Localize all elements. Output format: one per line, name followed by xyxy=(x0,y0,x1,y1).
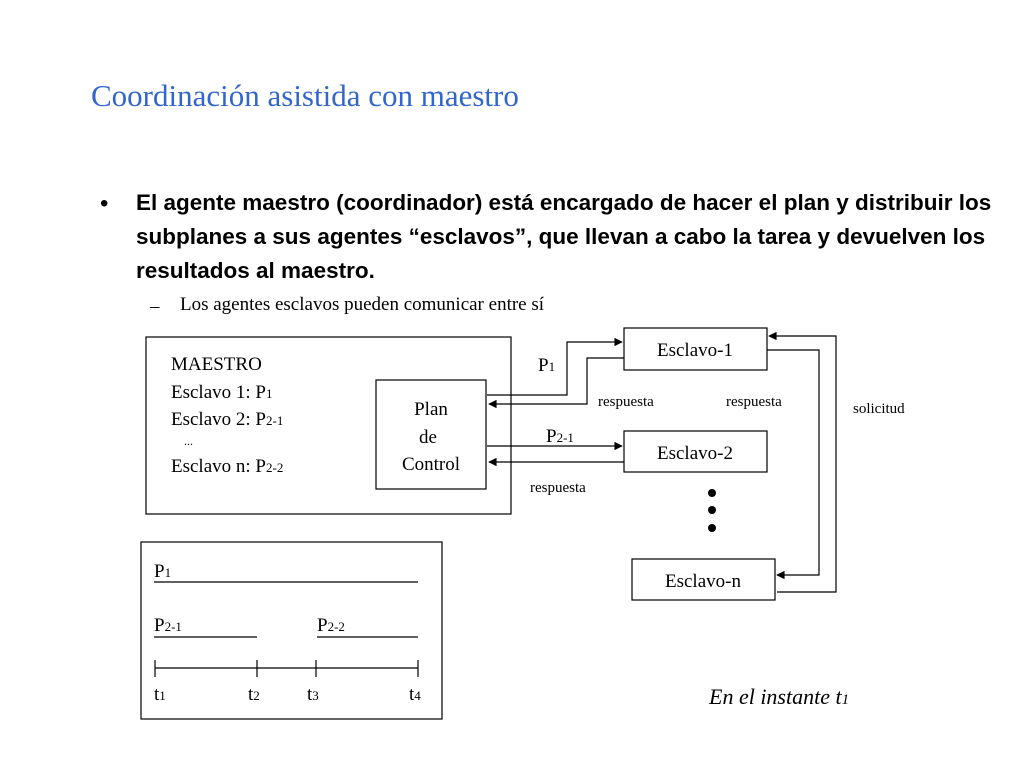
timeline-p1-label: P1 xyxy=(154,561,171,582)
sub-bullet-text: Los agentes esclavos pueden comunicar en… xyxy=(180,294,545,315)
maestro-line-2: Esclavo 2: P2-1 xyxy=(171,409,283,430)
maestro-box xyxy=(145,336,512,515)
label-p1: P1 xyxy=(538,355,555,376)
caption-instant: En el instante t1 xyxy=(708,684,849,709)
arrow-esclavo-1-respuesta xyxy=(488,357,624,409)
bullet-text: El agente maestro (coordinador) está enc… xyxy=(136,190,992,283)
arrow-esclavo-n-to-esclavo-1-solicitud xyxy=(768,331,837,593)
esclavo-2-box xyxy=(623,430,768,473)
slide-title: Coordinación asistida con maestro xyxy=(91,78,519,113)
sub-bullet-marker: – xyxy=(150,296,160,317)
maestro-line-3: Esclavo n: P2-2 xyxy=(171,456,283,477)
bullet-marker: • xyxy=(100,190,109,217)
plan-line-2: de xyxy=(419,427,437,448)
esclavo-1-box xyxy=(623,327,768,371)
timeline-box xyxy=(140,541,443,720)
arrow-p1-to-esclavo-1 xyxy=(487,337,623,396)
esclavo-n-box xyxy=(631,558,776,601)
plan-line-1: Plan xyxy=(414,399,448,420)
ellipsis-dot-1 xyxy=(708,489,716,497)
timeline-t3-label: t3 xyxy=(307,684,319,705)
arrow-esclavo-1-to-esclavo-n-respuesta xyxy=(767,349,820,580)
plan-control-box xyxy=(375,379,487,490)
maestro-ellipsis: ... xyxy=(184,434,193,448)
ellipsis-dot-3 xyxy=(708,524,716,532)
maestro-title: MAESTRO xyxy=(171,354,262,375)
label-respuesta-esclavo-2: respuesta xyxy=(530,480,586,496)
maestro-line-1: Esclavo 1: P1 xyxy=(171,382,273,403)
label-p21: P2-1 xyxy=(546,426,574,447)
esclavo-2-label: Esclavo-2 xyxy=(657,443,733,464)
label-solicitud: solicitud xyxy=(853,401,905,417)
esclavo-1-label: Esclavo-1 xyxy=(657,340,733,361)
label-respuesta-loop: respuesta xyxy=(726,394,782,410)
esclavo-n-label: Esclavo-n xyxy=(665,571,741,592)
timeline-p21-label: P2-1 xyxy=(154,615,182,636)
timeline-t4-label: t4 xyxy=(409,684,421,705)
timeline-t1-label: t1 xyxy=(154,684,166,705)
timeline-p22-label: P2-2 xyxy=(317,615,345,636)
label-respuesta-esclavo-1: respuesta xyxy=(598,394,654,410)
ellipsis-dot-2 xyxy=(708,506,716,514)
timeline-t2-label: t2 xyxy=(248,684,260,705)
plan-line-3: Control xyxy=(402,454,460,475)
